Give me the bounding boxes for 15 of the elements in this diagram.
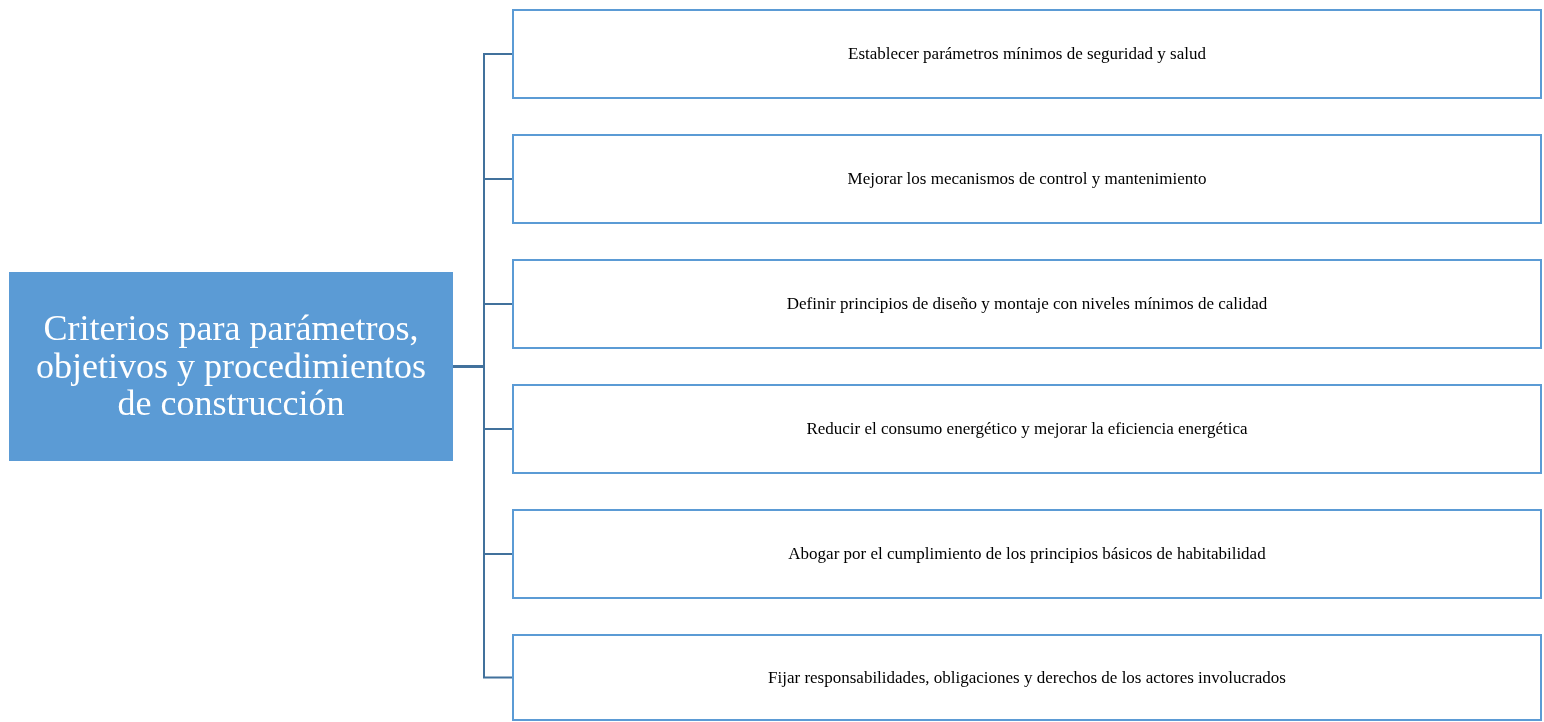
item-text: Abogar por el cumplimiento de los principios básicos de habitabilidad — [788, 544, 1266, 564]
item-text: Fijar responsabilidades, obligaciones y derechos de los actores involucrados — [768, 667, 1286, 688]
item-box — [512, 259, 1542, 349]
topic-box — [9, 272, 453, 461]
item-box — [512, 134, 1542, 224]
item-text: Mejorar los mecanismos de control y mantenimiento — [847, 169, 1207, 189]
item-text: Establecer parámetros mínimos de seguridad y salud — [848, 44, 1206, 64]
item-box — [512, 509, 1542, 599]
item-text: Definir principios de diseño y montaje con niveles mínimos de calidad — [786, 294, 1268, 314]
item-box — [512, 634, 1542, 721]
item-box — [512, 384, 1542, 474]
item-text: Reducir el consumo energético y mejorar la eficiencia energética — [806, 419, 1248, 439]
item-box — [512, 9, 1542, 99]
connector-line — [452, 365, 513, 679]
topic-text: Criterios para parámetros, objetivos y procedimientos de construcción — [35, 309, 427, 424]
